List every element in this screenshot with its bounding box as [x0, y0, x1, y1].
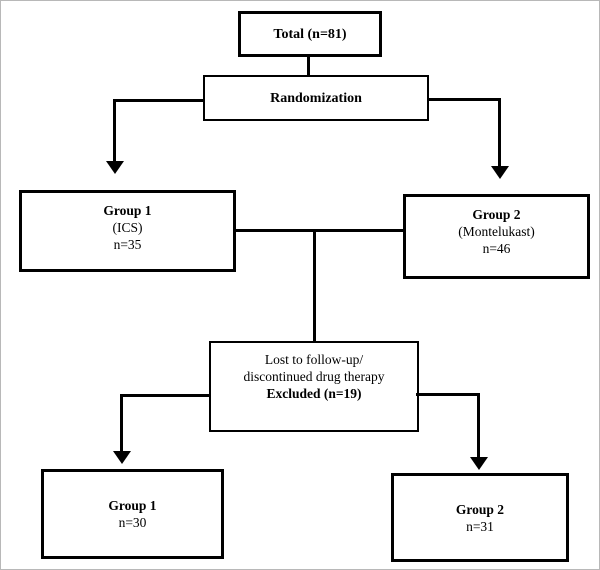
arrowhead-down-icon	[490, 166, 509, 179]
group2-initial-box: Group 2 (Montelukast) n=46	[403, 194, 590, 279]
group2-final-name: Group 2	[455, 501, 505, 517]
total-box: Total (n=81)	[238, 11, 382, 57]
arrowhead-down-icon	[112, 451, 131, 464]
connector-groups-horizontal	[235, 229, 403, 232]
group2-initial-name: Group 2	[472, 207, 521, 222]
excluded-line3: Excluded (n=19)	[266, 386, 362, 401]
group2-initial-treatment: (Montelukast)	[458, 224, 535, 239]
randomization-label: Randomization	[270, 90, 362, 106]
connector-randomization-group1-vertical	[113, 99, 116, 161]
group1-initial-box: Group 1 (ICS) n=35	[19, 190, 236, 272]
connector-randomization-group2-horizontal	[428, 98, 501, 101]
group1-final-count: n=30	[118, 515, 147, 530]
connector-randomization-group2-vertical	[498, 98, 501, 166]
group1-final-name: Group 1	[108, 498, 157, 513]
group1-initial-count: n=35	[113, 237, 142, 252]
randomization-box: Randomization	[203, 75, 429, 121]
excluded-line1: Lost to follow-up/	[264, 352, 364, 367]
total-label: Total (n=81)	[273, 26, 347, 42]
excluded-box: Lost to follow-up/ discontinued drug the…	[209, 341, 419, 432]
group1-initial-name: Group 1	[103, 203, 152, 218]
group2-initial-count: n=46	[482, 241, 511, 256]
group1-final-box: Group 1 n=30	[41, 469, 224, 559]
connector-excluded-group2-vertical	[477, 393, 480, 457]
group2-final-box: Group 2 n=31	[391, 473, 569, 562]
connector-excluded-group1-horizontal	[120, 394, 209, 397]
connector-excluded-group1-vertical	[120, 394, 123, 451]
arrowhead-down-icon	[469, 457, 488, 470]
group2-final-count: n=31	[466, 518, 494, 534]
connector-excluded-group2-horizontal	[416, 393, 480, 396]
group1-initial-treatment: (ICS)	[112, 220, 143, 235]
excluded-line2: discontinued drug therapy	[243, 369, 385, 384]
connector-total-randomization	[307, 57, 310, 75]
arrowhead-down-icon	[105, 161, 124, 174]
connector-randomization-group1-horizontal	[113, 99, 203, 102]
connector-groups-excluded-vertical	[313, 229, 316, 341]
